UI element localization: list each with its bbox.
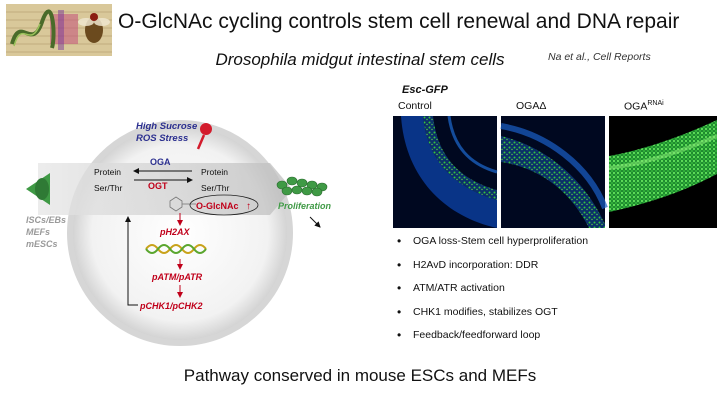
glcnac-molecule-icon [169, 196, 196, 212]
feedback-arrow [125, 216, 138, 306]
list-item: H2AvD incorporation: DDR [393, 254, 713, 278]
ph2ax-label: pH2AX [159, 227, 191, 237]
proliferation-arrow [309, 216, 321, 228]
panel-label-oga-rnai-main: OGA [624, 100, 648, 113]
oglcnac-label: O-GlcNAc [196, 201, 239, 211]
proliferation-label: Proliferation [278, 201, 332, 211]
patm-label: pATM/pATR [151, 272, 203, 282]
panel-label-oga-rnai-sup: RNAi [647, 100, 664, 107]
stress-label-sucrose: High Sucrose [136, 121, 198, 132]
oglcnac-up-arrow: ↑ [246, 201, 251, 212]
findings-list: OGA loss-Stem cell hyperproliferation H2… [393, 230, 713, 348]
list-item: ATM/ATR activation [393, 277, 713, 301]
stain-label: Esc-GFP [402, 84, 448, 96]
stress-pin-icon [196, 123, 212, 150]
slide-footer: Pathway conserved in mouse ESCs and MEFs [183, 366, 537, 385]
micrograph-control [393, 115, 498, 228]
list-item: CHK1 modifies, stabilizes OGT [393, 301, 713, 325]
cell-type-mefs: MEFs [26, 227, 50, 237]
stress-label-ros: ROS Stress [136, 133, 188, 144]
panel-label-oga-delta: OGAΔ [516, 100, 547, 112]
serthr-left-label: Ser/Thr [94, 183, 123, 193]
proliferation-cells-icon [276, 176, 328, 197]
oga-label: OGA [150, 157, 171, 167]
stem-cell-icon [26, 173, 50, 205]
protein-right-label: Protein [201, 167, 228, 177]
dna-helix-icon [145, 244, 207, 254]
pchk-label: pCHK1/pCHK2 [139, 301, 203, 311]
ogt-label: OGT [148, 181, 168, 191]
citation: Na et al., Cell Reports [548, 51, 651, 63]
serthr-right-label: Ser/Thr [201, 183, 230, 193]
panel-label-oga-rnai: OGARNAi [624, 100, 664, 113]
slide-subtitle: Drosophila midgut intestinal stem cells [215, 50, 505, 69]
micrograph-oga-delta [500, 116, 608, 228]
slide-title: O-GlcNAc cycling controls stem cell rene… [118, 10, 680, 33]
progress-band-arrow [38, 163, 292, 215]
panel-label-control: Control [398, 100, 432, 112]
list-item: OGA loss-Stem cell hyperproliferation [393, 230, 713, 254]
cell-type-mescs: mESCs [26, 239, 58, 249]
cell-type-iscs: ISCs/EBs [26, 215, 66, 225]
logo-illustration [6, 4, 112, 56]
micrograph-oga-rnai [608, 116, 718, 228]
pathway-diagram: ISCs/EBs MEFs mESCs High Sucrose ROS Str… [20, 105, 360, 355]
protein-left-label: Protein [94, 167, 121, 177]
oglcnac-highlight [189, 194, 259, 216]
list-item: Feedback/feedforward loop [393, 324, 713, 348]
micrograph-panels [393, 115, 718, 228]
